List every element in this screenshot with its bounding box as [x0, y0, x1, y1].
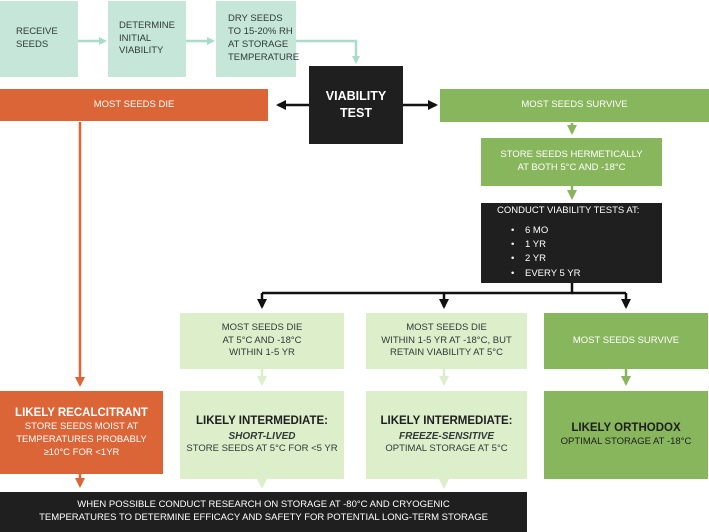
recalcitrant-line-3: ≥10°C FOR <1YR [43, 446, 120, 458]
outcome-die-both-temps: MOST SEEDS DIE AT 5°C AND -18°C WITHIN 1… [180, 313, 344, 369]
outcome-most-survive: MOST SEEDS SURVIVE [544, 313, 708, 369]
viability-test-box: VIABILITY TEST [309, 66, 403, 144]
outcome-3-line-1: MOST SEEDS SURVIVE [572, 334, 680, 346]
conduct-item-4: EVERY 5 YR [511, 267, 581, 282]
conduct-tests-box: CONDUCT VIABILITY TESTS AT: 6 MO 1 YR 2 … [481, 203, 662, 283]
short-lived-title: LIKELY INTERMEDIATE: [195, 415, 329, 428]
step-receive-line-1: RECEIVE [16, 26, 58, 38]
outcome-1-line-2: AT 5°C AND -18°C [222, 334, 302, 346]
freeze-sensitive-subtitle: FREEZE-SENSITIVE [398, 430, 494, 442]
result-intermediate-freeze-sensitive: LIKELY INTERMEDIATE: FREEZE-SENSITIVE OP… [366, 391, 527, 479]
recalcitrant-line-1: STORE SEEDS MOIST AT [24, 421, 139, 433]
store-hermetically-box: STORE SEEDS HERMETICALLY AT BOTH 5°C AND… [481, 138, 662, 186]
step-determine-viability: DETERMINE INITIAL VIABILITY [108, 1, 186, 77]
step-determine-line-1: DETERMINE [119, 19, 175, 31]
arrow-dry-to-test [296, 39, 360, 64]
step-receive-seeds: RECEIVE SEEDS [0, 1, 78, 77]
step-dry-line-1: DRY SEEDS [228, 13, 283, 25]
outcome-2-line-1: MOST SEEDS DIE [406, 321, 487, 333]
conduct-tests-list: 6 MO 1 YR 2 YR EVERY 5 YR [497, 224, 581, 282]
most-seeds-survive-label: MOST SEEDS SURVIVE [521, 99, 628, 111]
split-connector [262, 283, 574, 295]
footer-research-box: WHEN POSSIBLE CONDUCT RESEARCH ON STORAG… [0, 492, 527, 532]
viability-test-line-1: VIABILITY [325, 88, 387, 103]
footer-line-1: WHEN POSSIBLE CONDUCT RESEARCH ON STORAG… [77, 499, 450, 511]
most-seeds-die-bar: MOST SEEDS DIE [0, 89, 268, 121]
conduct-item-2: 1 YR [511, 238, 580, 253]
short-lived-subtitle: SHORT-LIVED [228, 430, 296, 442]
step-dry-line-4: TEMPERATURE [228, 51, 300, 63]
recalcitrant-title: LIKELY RECALCITRANT [15, 406, 148, 419]
recalcitrant-line-2: TEMPERATURES PROBABLY [16, 433, 147, 445]
result-recalcitrant: LIKELY RECALCITRANT STORE SEEDS MOIST AT… [0, 391, 163, 474]
freeze-sensitive-line: OPTIMAL STORAGE AT 5°C [385, 443, 508, 455]
viability-test-line-2: TEST [340, 106, 372, 120]
outcome-2-line-3: RETAIN VIABILITY AT 5°C [390, 347, 503, 359]
outcome-die-at-minus18: MOST SEEDS DIE WITHIN 1-5 YR AT -18°C, B… [366, 313, 527, 369]
short-lived-line: STORE SEEDS AT 5°C FOR <5 YR [186, 443, 338, 455]
orthodox-title: LIKELY ORTHODOX [571, 421, 681, 434]
outcome-1-line-1: MOST SEEDS DIE [221, 321, 303, 333]
orthodox-line: OPTIMAL STORAGE AT -18°C [560, 436, 692, 448]
result-orthodox: LIKELY ORTHODOX OPTIMAL STORAGE AT -18°C [544, 391, 708, 479]
outcome-2-line-2: WITHIN 1-5 YR AT -18°C, BUT [381, 334, 512, 346]
most-seeds-die-label: MOST SEEDS DIE [93, 98, 175, 110]
store-hermetically-line-2: AT BOTH 5°C AND -18°C [517, 162, 626, 173]
freeze-sensitive-title: LIKELY INTERMEDIATE: [380, 415, 513, 428]
conduct-item-1: 6 MO [511, 224, 580, 239]
store-hermetically-line-1: STORE SEEDS HERMETICALLY [500, 149, 643, 161]
step-dry-line-3: AT STORAGE [228, 39, 289, 50]
step-dry-line-2: TO 15-20% RH [228, 26, 293, 38]
most-seeds-survive-bar: MOST SEEDS SURVIVE [440, 89, 709, 122]
step-determine-line-3: VIABILITY [119, 45, 164, 57]
outcome-1-line-3: WITHIN 1-5 YR [229, 347, 295, 359]
step-determine-line-2: INITIAL [119, 32, 152, 44]
result-intermediate-short-lived: LIKELY INTERMEDIATE: SHORT-LIVED STORE S… [180, 391, 344, 479]
conduct-item-3: 2 YR [511, 252, 580, 267]
step-receive-line-2: SEEDS [16, 39, 49, 50]
footer-line-2: TEMPERATURES TO DETERMINE EFFICACY AND S… [39, 512, 488, 523]
conduct-tests-title: CONDUCT VIABILITY TESTS AT: [497, 205, 640, 217]
step-dry-seeds: DRY SEEDS TO 15-20% RH AT STORAGE TEMPER… [216, 1, 300, 77]
